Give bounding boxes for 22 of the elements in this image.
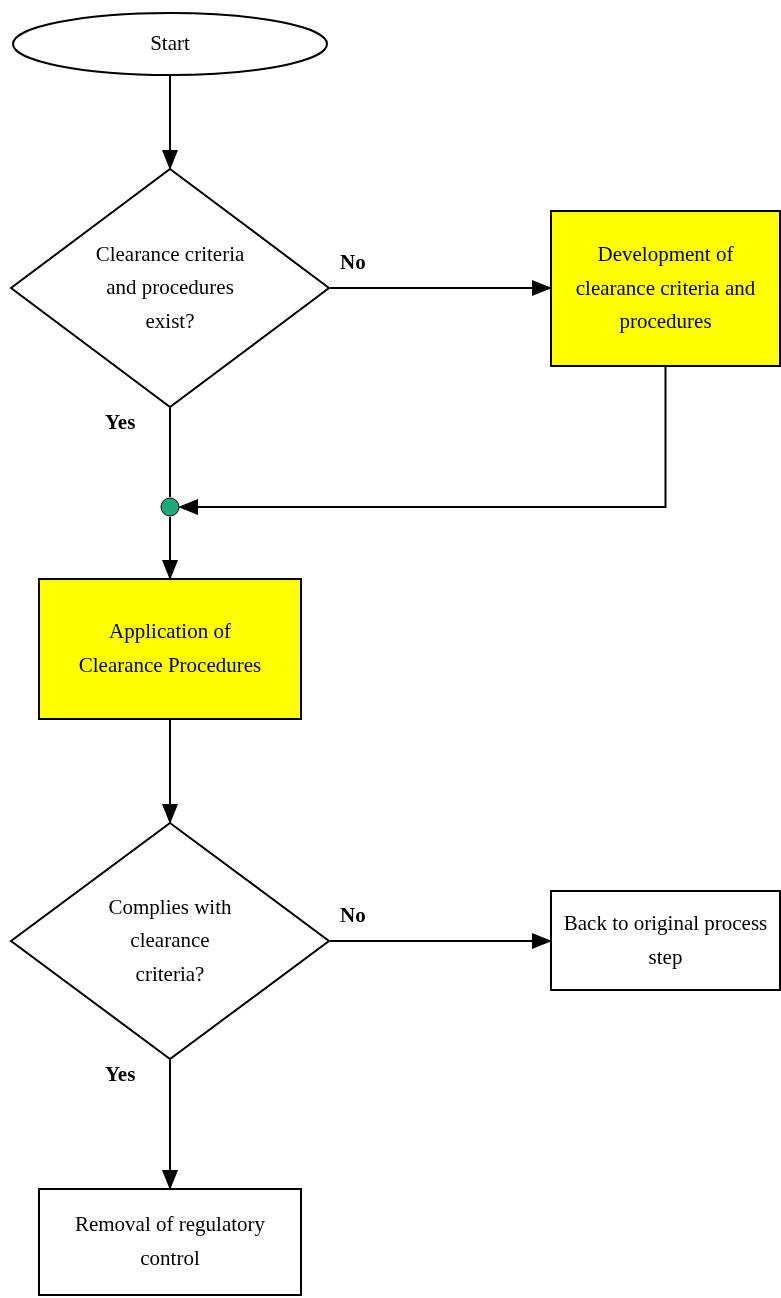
start-ellipse [12,12,328,76]
arrow [162,719,178,824]
process-box [38,578,302,720]
process-box [38,1188,302,1296]
arrow [162,516,178,580]
node-text: Development of clearance criteria and procedures [574,241,757,336]
node-text: Clearance criteria and procedures exist? [95,240,245,335]
arrow [329,280,552,296]
process-box [550,210,781,367]
arrow [162,75,178,170]
arrow [162,1059,178,1190]
node-text: Removal of regulatory control [73,1211,267,1272]
decision-diamond [10,168,330,408]
process-box [550,890,781,991]
node-text: Back to original process step [562,909,769,971]
arrow [178,366,667,515]
decision-diamond [10,822,330,1060]
node-text: Complies with clearance criteria? [107,893,233,988]
junction-circle [160,497,180,517]
arrow [329,933,552,949]
node-text: Start [150,30,190,58]
node-text: Application of Clearance Procedures [77,618,263,679]
